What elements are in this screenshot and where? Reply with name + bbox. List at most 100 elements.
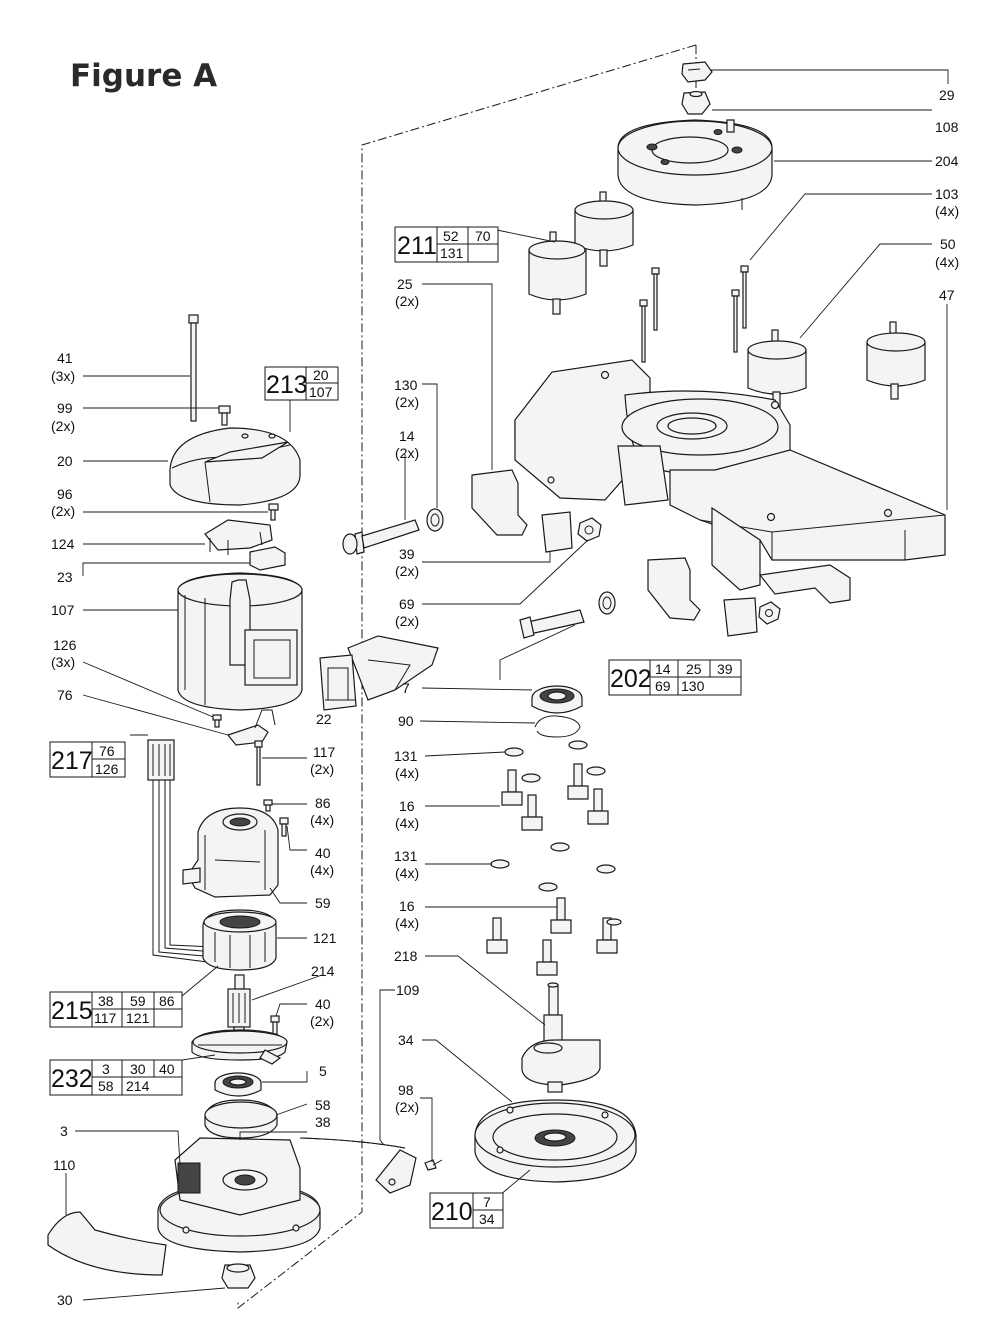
callout-22: 22 [316, 711, 332, 727]
callout-131-lower-qty: (4x) [395, 865, 419, 881]
callout-30: 30 [57, 1292, 73, 1308]
callout-126-qty: (3x) [51, 654, 75, 670]
callout-47: 47 [939, 287, 955, 303]
callout-131-lower: 131 [394, 848, 418, 864]
callout-99-qty: (2x) [51, 418, 75, 434]
callout-96-qty: (2x) [51, 503, 75, 519]
part-108-eccentric [681, 90, 711, 115]
callout-58: 58 [315, 1097, 331, 1113]
callout-214: 214 [311, 963, 335, 979]
part-47-frame [514, 359, 946, 604]
part-5-bearing [214, 1072, 262, 1097]
part-30-eccentric-bottom [221, 1263, 256, 1289]
part-90-circlip [534, 715, 581, 738]
part-69-nuts [577, 517, 781, 625]
kit-232-part-d: 40 [159, 1061, 175, 1077]
part-110-skirt [47, 1211, 167, 1276]
kit-213-id: 213 [266, 371, 308, 399]
kit-215-part-e: 121 [126, 1010, 150, 1026]
part-214-armature [227, 974, 251, 1040]
callout-110: 110 [53, 1157, 76, 1173]
part-16-bolts-upper [501, 763, 609, 831]
callout-130: 130 [394, 377, 418, 393]
callout-34: 34 [398, 1032, 414, 1048]
kit-232-part-a: 3 [102, 1061, 110, 1077]
kit-217-part-a: 76 [99, 743, 115, 759]
callout-90: 90 [398, 713, 414, 729]
callout-23: 23 [57, 569, 73, 585]
kit-232-part-e: 214 [126, 1078, 150, 1094]
callout-16-upper-qty: (4x) [395, 815, 419, 831]
callout-98-qty: (2x) [395, 1099, 419, 1115]
part-58-ring [204, 1099, 278, 1139]
part-50-dampers [747, 321, 926, 408]
part-107-motor-housing [177, 572, 303, 711]
callout-59: 59 [315, 895, 331, 911]
part-124-bracket [204, 519, 273, 555]
callout-41: 41 [57, 350, 73, 366]
part-131-washers-upper [504, 740, 606, 783]
kit-box-213: 213 20 107 [264, 366, 339, 401]
leader-lines [65, 69, 949, 1301]
part-70-damper [528, 231, 587, 315]
part-131-washers-lower [490, 842, 616, 892]
part-126-screws [212, 714, 222, 728]
kit-213-part-c: 107 [309, 384, 333, 400]
part-3-lower-housing [157, 1137, 321, 1253]
callout-41-qty: (3x) [51, 368, 75, 384]
part-14-bolts [342, 519, 585, 639]
part-204-top-housing [617, 119, 773, 210]
callout-107: 107 [51, 602, 75, 618]
part-59-brush-housing [182, 807, 279, 898]
part-22-duct [319, 635, 439, 711]
kit-211-part-b: 70 [475, 228, 491, 244]
callout-103: 103 [935, 186, 959, 202]
part-34-counterweight [521, 1039, 601, 1093]
callout-76: 76 [57, 687, 73, 703]
kit-202-part-d: 39 [717, 661, 733, 677]
kit-232-part-c: 58 [98, 1078, 114, 1094]
callout-labels: 29 108 204 103 (4x) 50 (4x) 47 25 (2x) 1… [51, 87, 959, 1308]
callout-29: 29 [939, 87, 955, 103]
callout-3: 3 [60, 1123, 68, 1139]
kit-217-id: 217 [51, 747, 93, 775]
callout-50-qty: (4x) [935, 254, 959, 270]
part-25-pads [471, 469, 701, 621]
callout-69-qty: (2x) [395, 613, 419, 629]
callout-96: 96 [57, 486, 73, 502]
figure-title: Figure A [70, 58, 218, 94]
callout-16-lower: 16 [399, 898, 415, 914]
part-39-blocks [541, 511, 758, 637]
callout-16-upper: 16 [399, 798, 415, 814]
part-76-sensor-board [226, 709, 276, 746]
kit-210-part-c: 34 [479, 1211, 495, 1227]
kit-210-part-a: 7 [483, 1194, 491, 1210]
part-117-screws [254, 740, 263, 786]
kit-232-part-b: 30 [130, 1061, 146, 1077]
kit-215-part-c: 117 [94, 1010, 117, 1026]
kit-box-210: 210 7 34 [429, 1192, 504, 1229]
part-99-screws [218, 405, 231, 426]
part-109-cable-clip [299, 1137, 417, 1194]
part-218-spindle [543, 982, 563, 1044]
callout-50: 50 [940, 236, 956, 252]
callout-25-qty: (2x) [395, 293, 419, 309]
part-52-damper [574, 191, 634, 267]
callout-124: 124 [51, 536, 75, 552]
part-96-screws [268, 503, 279, 521]
callout-39-qty: (2x) [395, 563, 419, 579]
part-86-screws [263, 799, 273, 812]
kit-232-id: 232 [51, 1065, 93, 1093]
kit-box-202: 202 14 25 39 69 130 [608, 659, 742, 696]
callout-14-qty: (2x) [395, 445, 419, 461]
part-23-switch [249, 546, 286, 571]
kit-202-part-e: 130 [681, 678, 705, 694]
kit-215-id: 215 [51, 997, 93, 1025]
callout-98: 98 [398, 1082, 414, 1098]
part-16-bolts-lower [486, 897, 622, 976]
part-wiring-harness [147, 739, 216, 964]
kit-box-217: 217 76 126 [49, 741, 126, 778]
kit-211-part-c: 131 [440, 245, 464, 261]
callout-117-qty: (2x) [310, 761, 334, 777]
